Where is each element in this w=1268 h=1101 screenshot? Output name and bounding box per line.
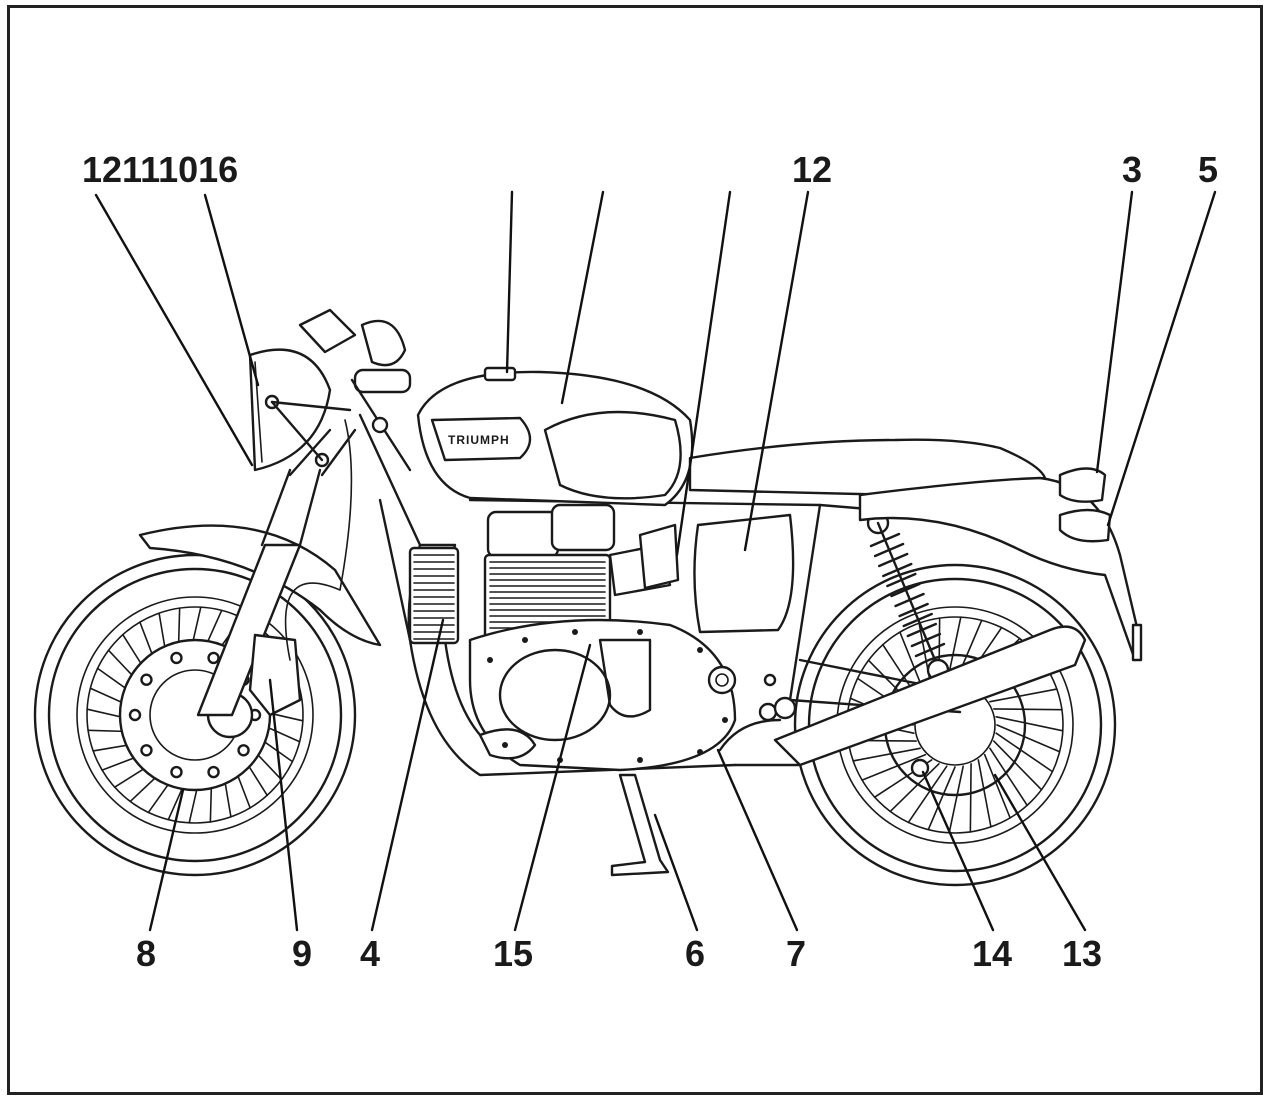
- rear-shock: [866, 511, 950, 682]
- callout-15: 15: [493, 933, 533, 974]
- oil-cooler: [408, 546, 460, 645]
- callout-14: 14: [972, 933, 1012, 974]
- callout-labels: 12111016 12 3 5 8 9 4 15 6 7 14 13: [82, 149, 1218, 974]
- callout-7: 7: [786, 933, 806, 974]
- callout-leaders: [94, 190, 1217, 932]
- rear-tail: [858, 467, 1143, 662]
- frame-bolt: [763, 673, 777, 687]
- headlight: [248, 348, 352, 472]
- fuel-tank: TRIUMPH: [416, 366, 694, 507]
- callout-6: 6: [685, 933, 705, 974]
- footrest-pivot: [758, 702, 778, 722]
- callout-12111016: 12111016: [82, 149, 238, 190]
- callout-12: 12: [792, 149, 832, 190]
- side-stand: [610, 773, 670, 877]
- front-wheel: [33, 553, 357, 877]
- exhaust: [718, 625, 1087, 767]
- callout-8: 8: [136, 933, 156, 974]
- engine: [468, 503, 737, 772]
- footrest: [773, 696, 797, 720]
- callout-3: 3: [1122, 149, 1142, 190]
- callout-4: 4: [360, 933, 380, 974]
- callout-13: 13: [1062, 933, 1102, 974]
- front-fender: [138, 524, 382, 647]
- tank-badge-text: TRIUMPH: [448, 433, 510, 447]
- front-fork: [196, 428, 357, 717]
- front-caliper: [248, 633, 302, 717]
- callout-9: 9: [292, 933, 312, 974]
- callout-5: 5: [1198, 149, 1218, 190]
- side-cover: [693, 513, 795, 634]
- handlebar-cockpit: [298, 308, 412, 472]
